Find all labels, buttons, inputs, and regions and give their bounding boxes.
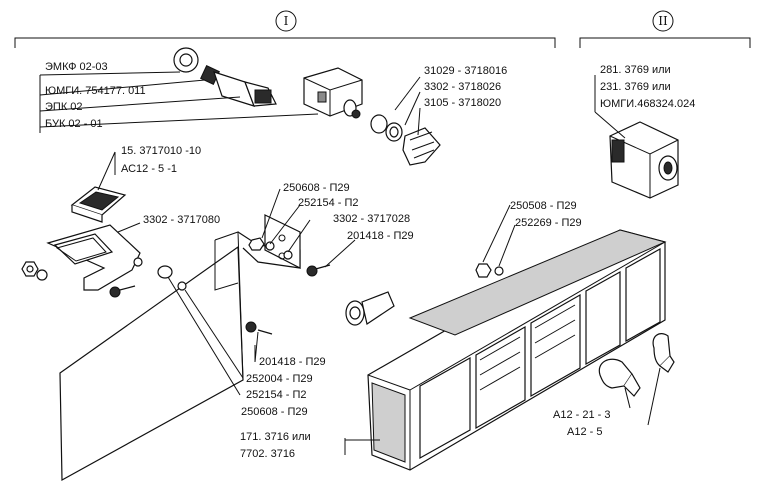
label-252004: 252004 - П29 <box>246 373 313 385</box>
label-171-3716: 171. 3716 или <box>240 431 311 443</box>
section-ii-bracket: II <box>579 10 751 48</box>
label-ac12: АС12 - 5 -1 <box>121 163 177 175</box>
label-201418-bottom: 201418 - П29 <box>259 356 326 368</box>
label-a12-21-3: А12 - 21 - 3 <box>553 409 610 421</box>
lamp-sections <box>419 247 661 460</box>
bracket-3717080 <box>21 224 143 298</box>
section-i-bracket: I <box>14 10 556 48</box>
label-yumgi-468324: ЮМГИ.468324.024 <box>600 98 695 110</box>
connector-cable <box>345 256 471 326</box>
label-252154-top: 252154 - П2 <box>298 197 359 209</box>
label-emkf: ЭМКФ 02-03 <box>45 61 108 73</box>
section-i-label: I <box>284 14 289 28</box>
label-31029: 31029 - 3718016 <box>424 65 507 77</box>
label-250608-top: 250608 - П29 <box>283 182 350 194</box>
label-201418-top: 201418 - П29 <box>347 230 414 242</box>
socket-section-ii <box>609 121 679 199</box>
label-15-3717010: 15. 3717010 -10 <box>121 145 201 157</box>
leader-lines <box>39 71 661 455</box>
label-281-3769: 281. 3769 или <box>600 64 671 76</box>
rear-combination-lamp <box>367 229 667 471</box>
section-ii-label: II <box>658 14 668 28</box>
label-3105: 3105 - 3718020 <box>424 97 501 109</box>
label-epk: ЭПК 02 <box>45 101 83 113</box>
label-3302-3718026: 3302 - 3718026 <box>424 81 501 93</box>
label-250608-bottom: 250608 - П29 <box>241 406 308 418</box>
label-3302-3717080: 3302 - 3717080 <box>143 214 220 226</box>
valve-epk <box>303 67 363 119</box>
label-231-3769: 231. 3769 или <box>600 81 671 93</box>
license-plate-lamp <box>70 186 127 223</box>
rings-and-sleeve <box>370 114 441 166</box>
fasteners-right <box>475 263 504 278</box>
label-yumgi-754177: ЮМГИ. 754177. 011 <box>45 85 146 97</box>
label-a12-5: А12 - 5 <box>567 426 602 438</box>
label-7702-3716: 7702. 3716 <box>240 448 295 460</box>
fasteners-lower <box>157 265 273 335</box>
label-3302-3717028: 3302 - 3717028 <box>333 213 410 225</box>
pressure-sensor <box>200 65 277 107</box>
label-buk: БУК 02 - 01 <box>45 118 103 130</box>
label-252269: 252269 - П29 <box>515 217 582 229</box>
o-ring-seal <box>173 47 199 73</box>
bulbs <box>598 333 675 397</box>
label-250508: 250508 - П29 <box>510 200 577 212</box>
fasteners-upper <box>248 237 331 277</box>
label-252154-bottom: 252154 - П2 <box>246 389 307 401</box>
